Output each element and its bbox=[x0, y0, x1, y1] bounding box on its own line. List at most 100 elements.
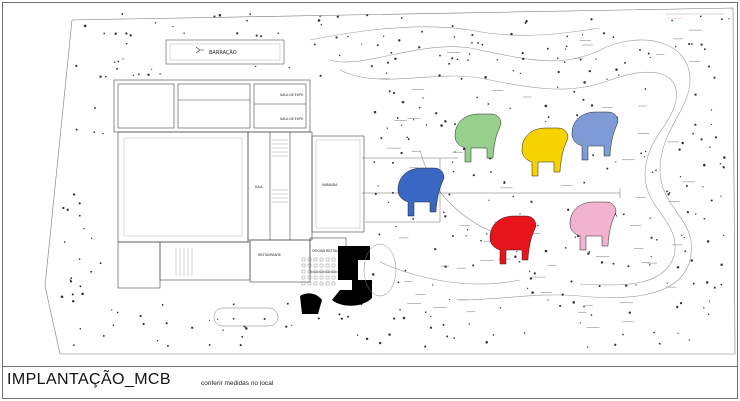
tree-marker bbox=[406, 136, 408, 139]
tree-marker bbox=[71, 300, 75, 303]
tree-marker bbox=[444, 120, 447, 123]
cafe-table bbox=[307, 263, 312, 268]
tree-marker bbox=[522, 57, 525, 61]
tree-marker bbox=[588, 251, 591, 253]
tree-marker bbox=[713, 286, 716, 289]
elephant-red bbox=[489, 215, 537, 265]
drawing-note: conferir medidas no local bbox=[201, 380, 274, 387]
drawing-title: IMPLANTAÇÃO_MCB bbox=[7, 371, 171, 388]
tree-marker bbox=[347, 315, 350, 318]
tree-marker bbox=[465, 235, 467, 237]
tree-marker bbox=[71, 293, 74, 296]
tree-marker bbox=[706, 240, 710, 243]
cafe-table bbox=[331, 275, 336, 280]
tree-marker bbox=[703, 48, 706, 51]
tree-marker bbox=[480, 239, 482, 242]
tree-marker bbox=[702, 186, 704, 188]
cafe-table bbox=[319, 281, 324, 286]
tree-marker bbox=[398, 39, 401, 42]
tree-marker bbox=[121, 13, 124, 15]
tree-marker bbox=[102, 334, 105, 337]
tree-marker bbox=[525, 19, 528, 23]
tree-marker bbox=[147, 73, 150, 76]
tree-marker bbox=[114, 32, 117, 35]
tree-marker bbox=[125, 42, 128, 45]
tree-marker bbox=[404, 269, 407, 272]
tree-marker bbox=[683, 236, 686, 239]
tree-marker bbox=[361, 43, 363, 45]
tree-marker bbox=[666, 282, 668, 284]
tree-marker bbox=[598, 285, 601, 287]
tree-marker bbox=[418, 46, 421, 49]
tree-marker bbox=[83, 228, 85, 230]
tree-marker bbox=[125, 32, 128, 35]
tree-marker bbox=[563, 61, 566, 63]
tree-marker bbox=[245, 327, 248, 330]
tree-marker bbox=[103, 32, 106, 35]
cafe-table bbox=[307, 275, 312, 280]
tree-marker bbox=[161, 303, 164, 306]
tree-marker bbox=[78, 202, 81, 205]
tree-marker bbox=[565, 45, 568, 48]
elephant-blue bbox=[397, 167, 445, 217]
tree-marker bbox=[139, 315, 142, 318]
tree-marker bbox=[602, 32, 606, 35]
tree-marker bbox=[710, 123, 713, 126]
tree-marker bbox=[471, 34, 474, 37]
tree-marker bbox=[714, 136, 718, 139]
elephant-green-body bbox=[454, 113, 502, 163]
tree-marker bbox=[254, 65, 257, 68]
tree-marker bbox=[102, 132, 104, 135]
tree-marker bbox=[471, 41, 473, 44]
tree-marker bbox=[676, 305, 679, 309]
tree-marker bbox=[397, 281, 400, 284]
tree-marker bbox=[720, 195, 722, 197]
tree-marker bbox=[644, 88, 647, 90]
tree-marker bbox=[451, 57, 454, 60]
tree-marker bbox=[448, 62, 451, 65]
cafe-table bbox=[313, 275, 318, 280]
tree-marker bbox=[260, 35, 263, 38]
tree-marker bbox=[401, 101, 404, 103]
tree-marker bbox=[137, 73, 140, 76]
tree-marker bbox=[587, 252, 590, 255]
tree-marker bbox=[588, 69, 591, 73]
tree-marker bbox=[320, 24, 322, 26]
tree-marker bbox=[625, 284, 628, 287]
tree-marker bbox=[709, 146, 711, 149]
tree-marker bbox=[547, 116, 550, 118]
tree-marker bbox=[708, 300, 711, 302]
tree-marker bbox=[510, 32, 513, 36]
tree-marker bbox=[317, 317, 320, 320]
tree-marker bbox=[373, 161, 376, 163]
tree-marker bbox=[90, 270, 93, 273]
cafe-table bbox=[313, 281, 318, 286]
tree-marker bbox=[703, 163, 706, 167]
elephant-red-body bbox=[489, 215, 537, 265]
cafe-table bbox=[313, 269, 318, 274]
cafe-table bbox=[307, 281, 312, 286]
tree-marker bbox=[516, 250, 518, 253]
shed-building: BARRAÇÃO bbox=[165, 39, 285, 65]
tree-marker bbox=[319, 15, 321, 18]
cafe-table bbox=[325, 281, 330, 286]
tree-marker bbox=[429, 326, 433, 329]
tree-marker bbox=[451, 161, 454, 163]
tree-marker bbox=[677, 332, 679, 334]
tree-marker bbox=[528, 270, 531, 272]
tree-marker bbox=[165, 322, 168, 325]
tree-marker bbox=[453, 36, 456, 38]
tree-marker bbox=[454, 123, 456, 126]
tree-marker bbox=[546, 47, 549, 50]
tree-marker bbox=[649, 56, 651, 59]
tree-marker bbox=[490, 171, 492, 173]
tree-marker bbox=[557, 57, 559, 60]
tree-marker bbox=[628, 311, 631, 314]
tree-marker bbox=[440, 124, 443, 127]
tree-marker bbox=[439, 54, 441, 57]
main-building bbox=[113, 79, 365, 289]
tree-marker bbox=[386, 127, 388, 129]
tree-marker bbox=[338, 54, 341, 57]
tree-marker bbox=[467, 59, 469, 61]
tree-marker bbox=[393, 317, 396, 320]
